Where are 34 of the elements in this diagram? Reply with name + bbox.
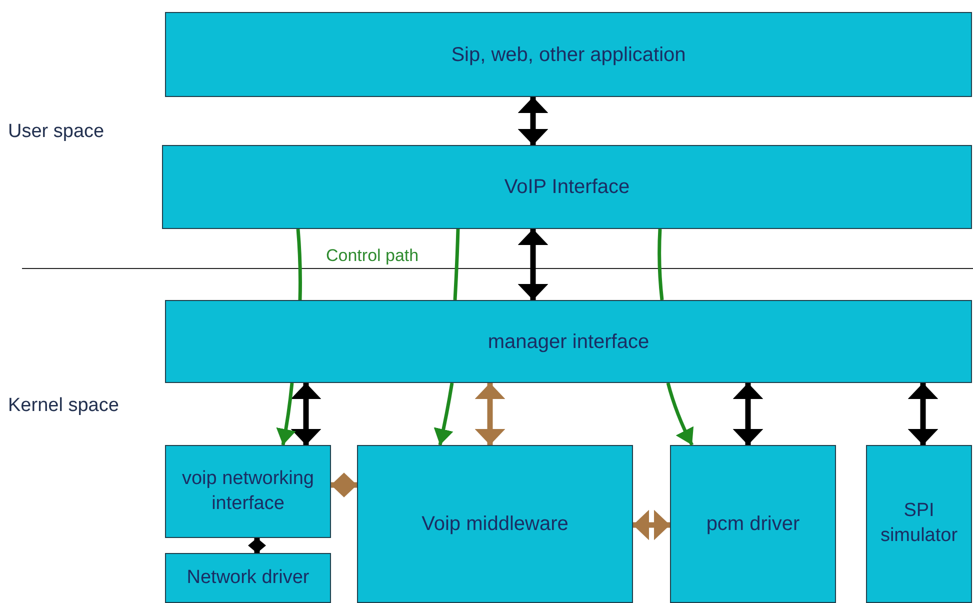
double-arrow bbox=[331, 472, 357, 498]
box-label: Voip middleware bbox=[422, 512, 568, 537]
arrow bbox=[276, 382, 296, 446]
box-label: voip networking interface bbox=[180, 466, 316, 516]
double-arrow bbox=[518, 229, 548, 300]
layer-box bbox=[357, 445, 633, 603]
double-arrow bbox=[908, 383, 938, 445]
double-arrow bbox=[248, 538, 266, 553]
double-arrow bbox=[732, 383, 764, 445]
arrow bbox=[434, 382, 454, 446]
region-label: User space bbox=[8, 121, 104, 143]
box-label: Network driver bbox=[186, 566, 310, 590]
connector-line bbox=[453, 228, 460, 300]
connector-line bbox=[296, 228, 302, 300]
double-arrow bbox=[474, 383, 506, 445]
layer-box bbox=[165, 445, 331, 538]
box-label: Sip, web, other application bbox=[451, 42, 686, 68]
layer-box bbox=[162, 145, 972, 229]
layer-box bbox=[165, 12, 972, 97]
box-label: SPI simulator bbox=[879, 499, 959, 548]
double-arrow bbox=[633, 510, 670, 540]
region-label: Control path bbox=[326, 246, 419, 266]
connector-line bbox=[658, 228, 664, 300]
double-arrow bbox=[290, 383, 322, 445]
box-label: manager interface bbox=[488, 330, 650, 354]
box-label: VoIP Interface bbox=[504, 175, 630, 200]
layer-box bbox=[866, 445, 972, 603]
layer-box bbox=[670, 445, 836, 603]
layer-box bbox=[165, 553, 331, 603]
layer-box bbox=[165, 300, 972, 383]
box-label: pcm driver bbox=[706, 512, 800, 537]
double-arrow bbox=[518, 97, 548, 145]
region-label: Kernel space bbox=[8, 395, 119, 417]
arrow bbox=[666, 382, 694, 446]
